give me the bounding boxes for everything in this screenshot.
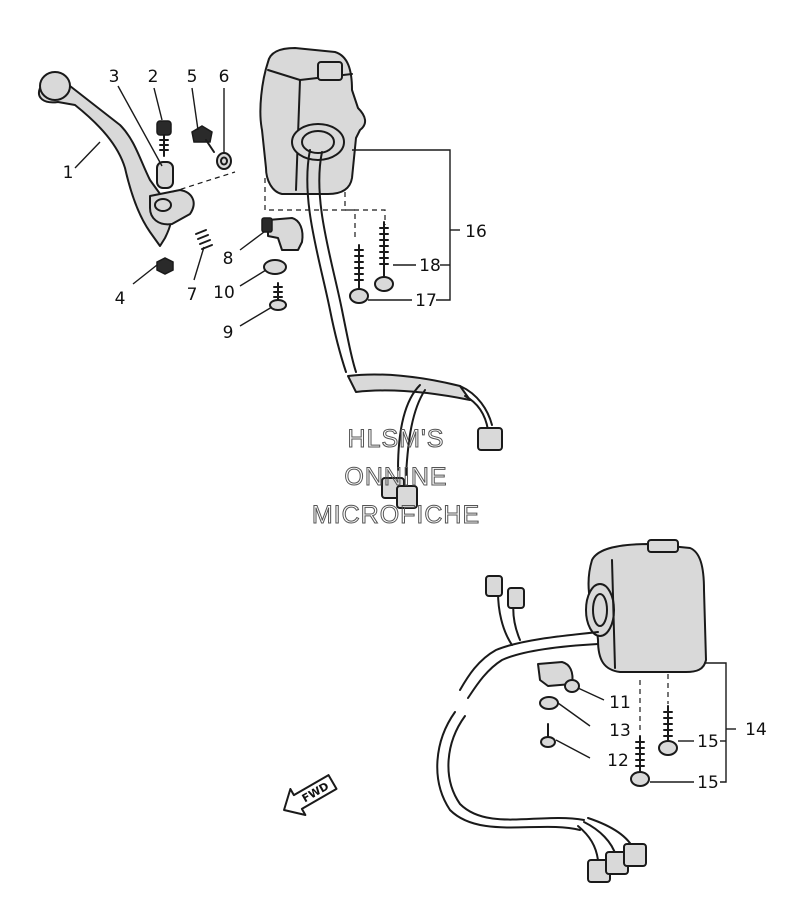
screw-15-upper	[658, 705, 678, 756]
callout-8: 8	[223, 249, 234, 269]
washer-10	[263, 259, 287, 275]
nut-6	[216, 152, 232, 170]
callout-18: 18	[419, 256, 441, 276]
adjuster-5	[191, 125, 215, 153]
callout-17: 17	[415, 291, 437, 311]
switch-8	[261, 217, 304, 251]
watermark: HLSM'S ONNINE MICROFICHE	[311, 425, 480, 530]
callout-10: 10	[213, 283, 235, 303]
washer-13	[539, 696, 559, 710]
screw-9	[269, 282, 287, 311]
callout-14: 14	[745, 720, 767, 740]
watermark-line-3: MICROFICHE	[312, 501, 480, 529]
screw-18	[374, 221, 394, 292]
screw-17	[349, 244, 369, 304]
callout-12: 12	[607, 751, 629, 771]
callout-2: 2	[148, 67, 159, 87]
callout-11: 11	[609, 693, 631, 713]
watermark-line-1: HLSM'S	[348, 425, 445, 453]
callout-9: 9	[223, 323, 234, 343]
spring-7	[195, 229, 213, 250]
callout-5: 5	[187, 67, 198, 87]
right-wire-harness	[436, 575, 647, 883]
watermark-line-2: ONNINE	[344, 463, 447, 491]
screw-12	[540, 723, 556, 748]
callout-15-upper: 15	[697, 732, 719, 752]
switch-11	[537, 661, 580, 693]
callout-16: 16	[465, 222, 487, 242]
collar-3	[156, 161, 174, 189]
left-switch-housing	[259, 47, 366, 195]
forward-direction-arrow: FWD	[283, 774, 338, 816]
callout-3: 3	[109, 67, 120, 87]
callout-6: 6	[219, 67, 230, 87]
nut-4	[156, 257, 174, 275]
brake-lever	[38, 71, 195, 247]
right-switch-housing	[585, 539, 707, 673]
callout-labels: 1 2 3 4 5 6 7 8 9 10 11 12 13 14 15 15 1…	[63, 67, 767, 793]
callout-1: 1	[63, 163, 74, 183]
callout-4: 4	[115, 289, 126, 309]
callout-7: 7	[187, 285, 198, 305]
callout-15-lower: 15	[697, 773, 719, 793]
bolt-2	[156, 120, 172, 157]
left-wire-harness	[306, 149, 503, 509]
callout-13: 13	[609, 721, 631, 741]
screw-15-lower	[630, 735, 650, 787]
